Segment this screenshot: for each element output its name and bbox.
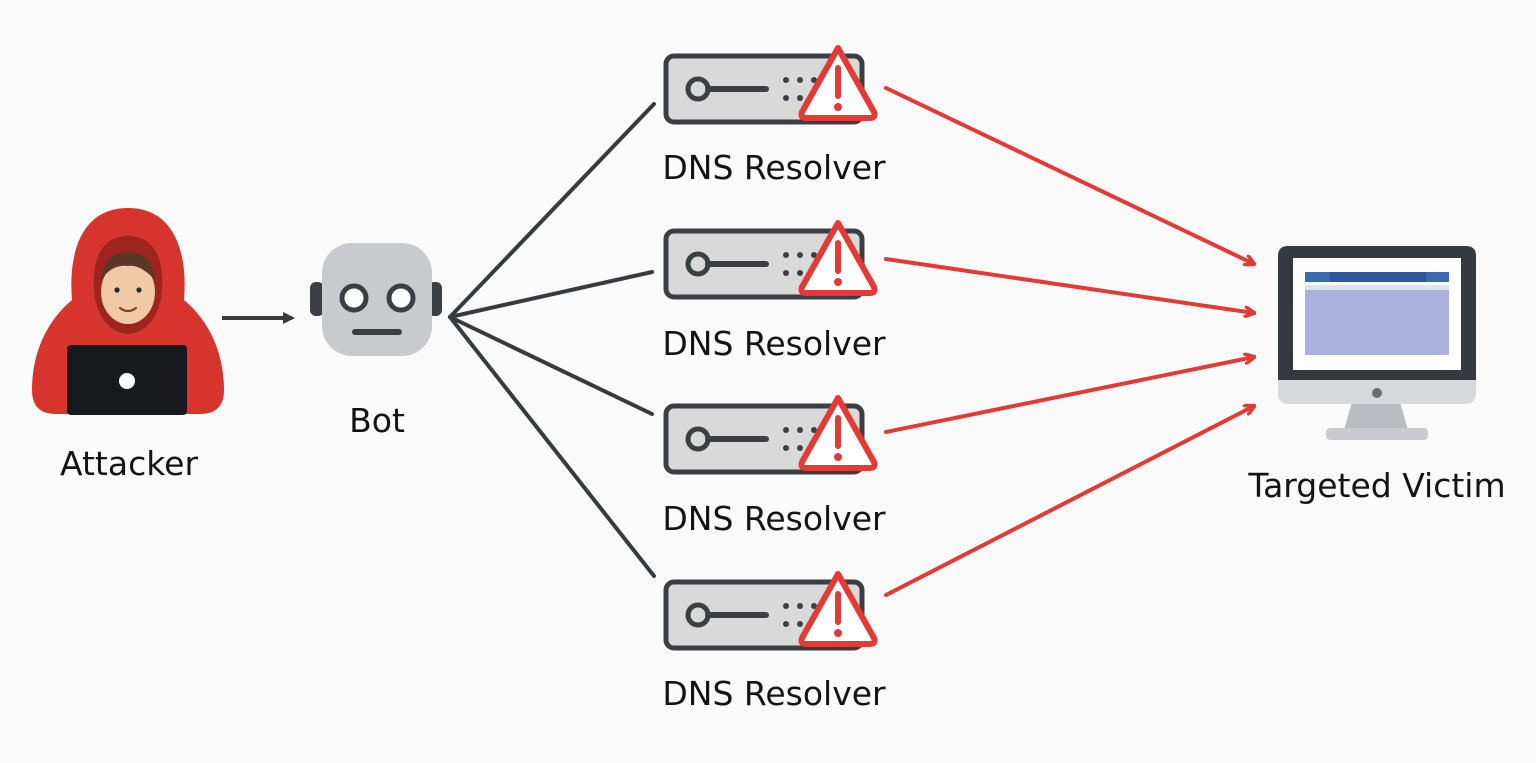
resolver-label-4: DNS Resolver [662,674,886,713]
bot-label: Bot [349,401,405,440]
victim-label: Targeted Victim [1248,466,1506,505]
bot-link-2 [448,270,654,319]
attack-arrow-3 [884,357,1254,434]
bot-to-resolver-links [448,102,656,578]
bot-link-3 [448,315,654,416]
attack-arrow-4 [884,406,1254,597]
warning-icon [798,395,878,471]
resolver-label-3: DNS Resolver [662,499,886,538]
resolver-label-1: DNS Resolver [662,148,886,187]
attacker-label: Attacker [59,444,199,483]
bot-link-1 [448,102,656,319]
attack-arrow-2 [884,257,1254,313]
resolver-to-victim-arrows [884,86,1254,597]
warning-icon [798,220,878,296]
desktop-monitor-icon [1278,246,1476,440]
bot-link-4 [448,315,656,578]
resolver-label-2: DNS Resolver [662,324,886,363]
attack-arrow-1 [884,86,1254,264]
robot-icon [310,243,442,356]
warning-icon [798,571,878,647]
warning-icon [798,45,878,121]
hooded-hacker-icon [32,208,224,415]
